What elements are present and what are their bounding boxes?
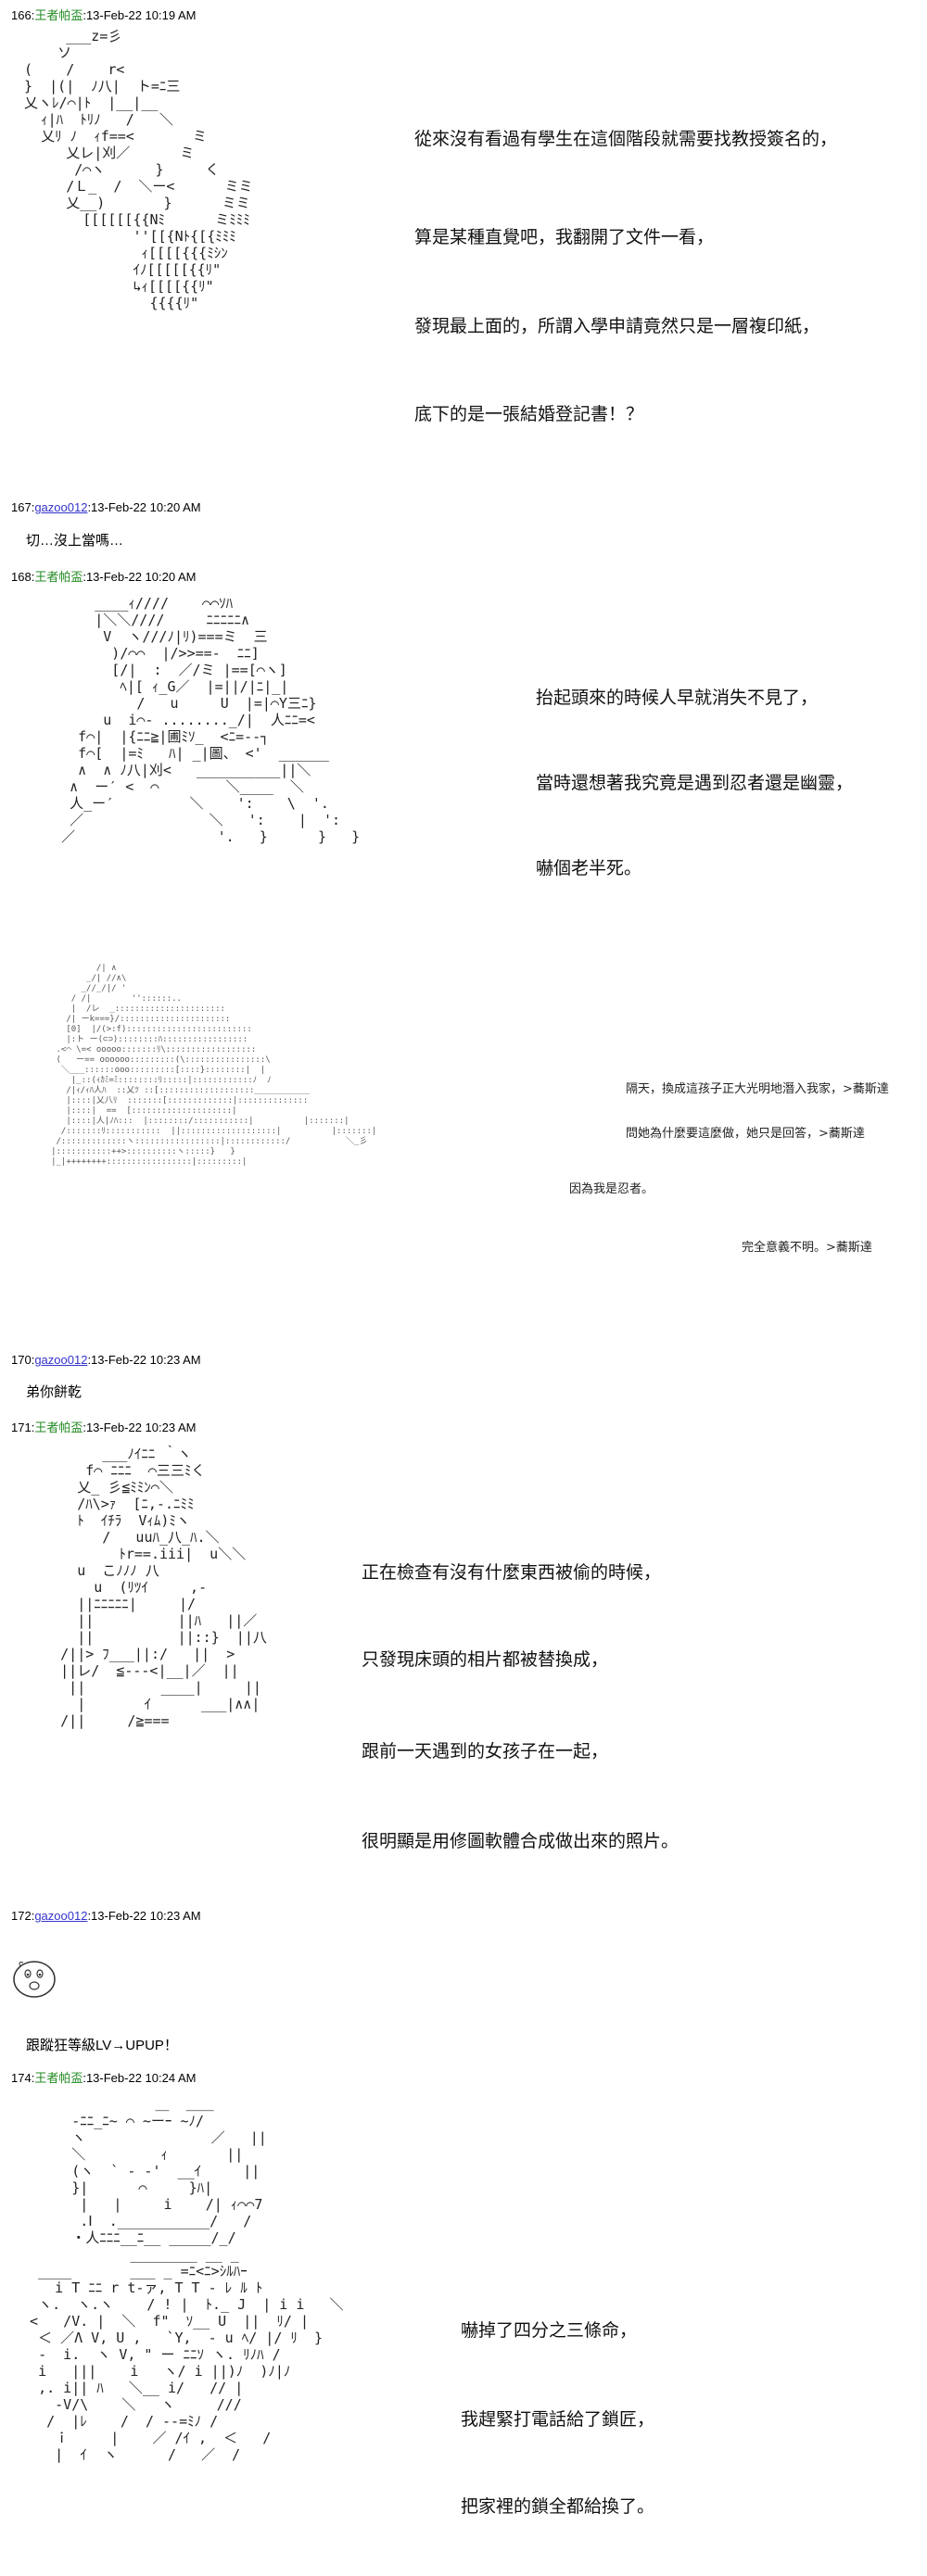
post-number: 174: [11,2071,35,2085]
side-caption: 完全意義不明。>蕎斯達 [742,1241,872,1255]
post-number: 171: [11,1421,35,1434]
reply-text: 切…沒上當嗎… [26,533,124,549]
post-number: 170: [11,1353,35,1367]
narration-line: 只發現床頭的相片都被替換成， [362,1649,609,1670]
poster-name[interactable]: 王者帕盃 [34,570,83,584]
smiley-face-icon [13,1961,56,1998]
narration-line: 跟前一天遇到的女孩子在一起， [362,1741,609,1762]
post-header: 166:王者帕盃:13-Feb-22 10:19 AM [11,6,196,23]
poster-name[interactable]: gazoo012 [34,1353,88,1367]
post-date: :13-Feb-22 10:19 AM [83,8,197,22]
narration-line: 底下的是一張結婚登記書！？ [414,404,644,424]
poster-name[interactable]: 王者帕盃 [34,8,83,22]
poster-name[interactable]: 王者帕盃 [34,1421,83,1434]
post-header: 171:王者帕盃:13-Feb-22 10:23 AM [11,1418,196,1435]
narration-line: 我趕緊打電話給了鎖匠， [461,2409,655,2430]
reply-text: 弟你餅乾 [26,1384,83,1400]
post-date: :13-Feb-22 10:23 AM [83,1421,197,1434]
narration-line: 嚇掉了四分之三條命， [461,2320,638,2341]
ascii-art: ____ｨ//// ⌒⌒ｿﾊ |＼＼//// ﾆﾆﾆﾆﾆ∧ V ヽ///ﾉ|ﾘ)… [61,595,361,845]
narration-line: 把家裡的鎖全都給換了。 [461,2496,655,2517]
ascii-art-ninja: /| ∧ _/| //∧\ _//_/|/ ' / /| ''::::::.. … [51,964,377,1167]
post-header: 168:王者帕盃:13-Feb-22 10:20 AM [11,567,196,585]
post-date: :13-Feb-22 10:20 AM [83,570,197,584]
narration-line: 當時還想著我究竟是遇到忍者還是幽靈， [536,773,854,793]
post-number: 168: [11,570,35,584]
post-date: :13-Feb-22 10:24 AM [83,2071,197,2085]
narration-line: 很明顯是用修圖軟體合成做出來的照片。 [362,1831,679,1851]
poster-name[interactable]: gazoo012 [34,500,88,514]
post-header: 170:gazoo012:13-Feb-22 10:23 AM [11,1353,201,1367]
narration-line: 發現最上面的，所謂入學申請竟然只是一層複印紙， [414,316,820,336]
post-date: :13-Feb-22 10:20 AM [87,500,201,514]
post-date: :13-Feb-22 10:23 AM [87,1353,201,1367]
narration-line: 抬起頭來的時候人早就消失不見了， [536,688,819,708]
poster-name[interactable]: 王者帕盃 [34,2071,83,2085]
reply-text: 跟蹤狂等級LV→UPUP！ [26,2038,178,2053]
ascii-art: ＿ ＿＿ -ﾆﾆ_ﾆ~ ⌒ ~ーｰ ~ﾉ/ ヽ ／ || ＼ ｨ || (ヽ `… [30,2096,344,2463]
post-header: 174:王者帕盃:13-Feb-22 10:24 AM [11,2068,196,2086]
post-header: 167:gazoo012:13-Feb-22 10:20 AM [11,500,201,514]
side-caption: 隔天，換成這孩子正大光明地潛入我家，>蕎斯達 [626,1082,889,1096]
post-header: 172:gazoo012:13-Feb-22 10:23 AM [11,1909,201,1923]
post-number: 166: [11,8,35,22]
poster-name[interactable]: gazoo012 [34,1909,88,1923]
narration-line: 正在檢查有沒有什麼東西被偷的時候， [362,1562,662,1583]
narration-line: 嚇個老半死。 [536,858,642,878]
post-number: 172: [11,1909,35,1923]
side-caption: 問她為什麼要這麼做，她只是回答，>蕎斯達 [626,1127,865,1141]
narration-line: 從來沒有看過有學生在這個階段就需要找教授簽名的， [414,129,838,149]
post-date: :13-Feb-22 10:23 AM [87,1909,201,1923]
narration-line: 算是某種直覺吧，我翻開了文件一看， [414,227,715,247]
side-caption: 因為我是忍者。 [569,1182,654,1196]
ascii-art: ___z=彡 ソ ( / r< } |(| ﾉ八| ト=ﾆ三 乂ヽﾚ/⌒|ﾄ |… [24,28,253,311]
ascii-art: ___ﾉｲﾆﾆ ｀ヽ f⌒ ﾆﾆﾆ ⌒三三ﾐく 乂_ 彡≦ﾐﾐﾝ⌒＼ /ﾊ\>ｧ… [60,1446,267,1729]
post-number: 167: [11,500,35,514]
